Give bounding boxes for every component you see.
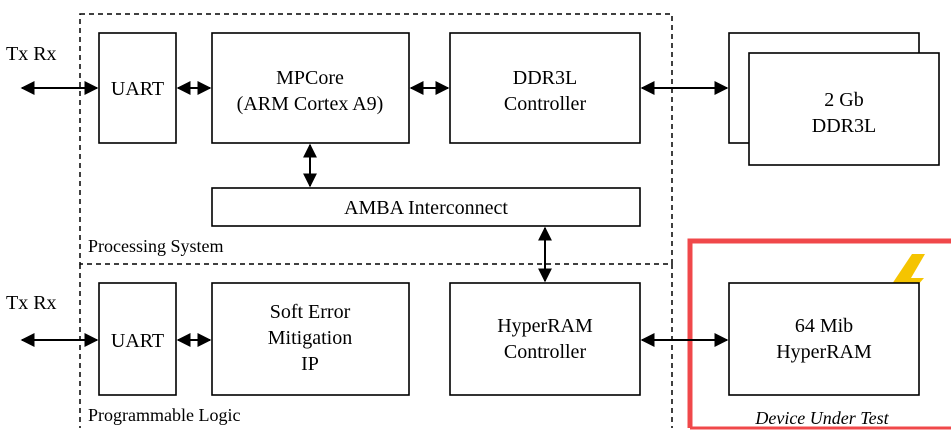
hyperram-label-line2: HyperRAM (776, 341, 872, 363)
hyperram-controller-label-line2: Controller (504, 341, 587, 363)
ddr3l-memory-label-line2: DDR3L (812, 115, 876, 137)
uart-top-label: UART (111, 78, 164, 100)
device-under-test-frame (687, 238, 951, 428)
uart-bottom-label: UART (111, 330, 164, 352)
mpcore-block (211, 32, 410, 144)
hyperram-block (728, 282, 920, 396)
amba-label: AMBA Interconnect (344, 197, 508, 219)
mpcore-label-line2: (ARM Cortex A9) (237, 93, 384, 115)
ddr3l-controller-label-line2: Controller (504, 93, 587, 115)
ddr3l-memory-label-line1: 2 Gb (824, 89, 863, 111)
ddr3l-memory-block (748, 52, 940, 166)
ddr3l-controller-block (449, 32, 641, 144)
amba-interconnect-block (211, 187, 641, 227)
hyperram-label-line1: 64 Mib (795, 315, 853, 337)
soft-error-label-line2: Mitigation (268, 327, 352, 349)
mpcore-label-line1: MPCore (276, 67, 344, 89)
hyperram-controller-block (449, 282, 641, 396)
processing-system-region (79, 13, 673, 265)
processing-system-label: Processing System (88, 236, 224, 256)
soft-error-label-line3: IP (301, 353, 319, 375)
hyperram-controller-label-line1: HyperRAM (497, 315, 593, 337)
soft-error-label-line1: Soft Error (270, 301, 351, 323)
txrx-top-label: Tx Rx (6, 43, 57, 65)
programmable-logic-label: Programmable Logic (88, 405, 240, 425)
txrx-bottom-label: Tx Rx (6, 292, 57, 314)
uart-bottom-block (98, 282, 177, 396)
ddr3l-controller-label-line1: DDR3L (513, 67, 577, 89)
soft-error-mitigation-block (211, 282, 410, 396)
device-under-test-label: Device Under Test (754, 408, 889, 428)
uart-top-block (98, 32, 177, 144)
